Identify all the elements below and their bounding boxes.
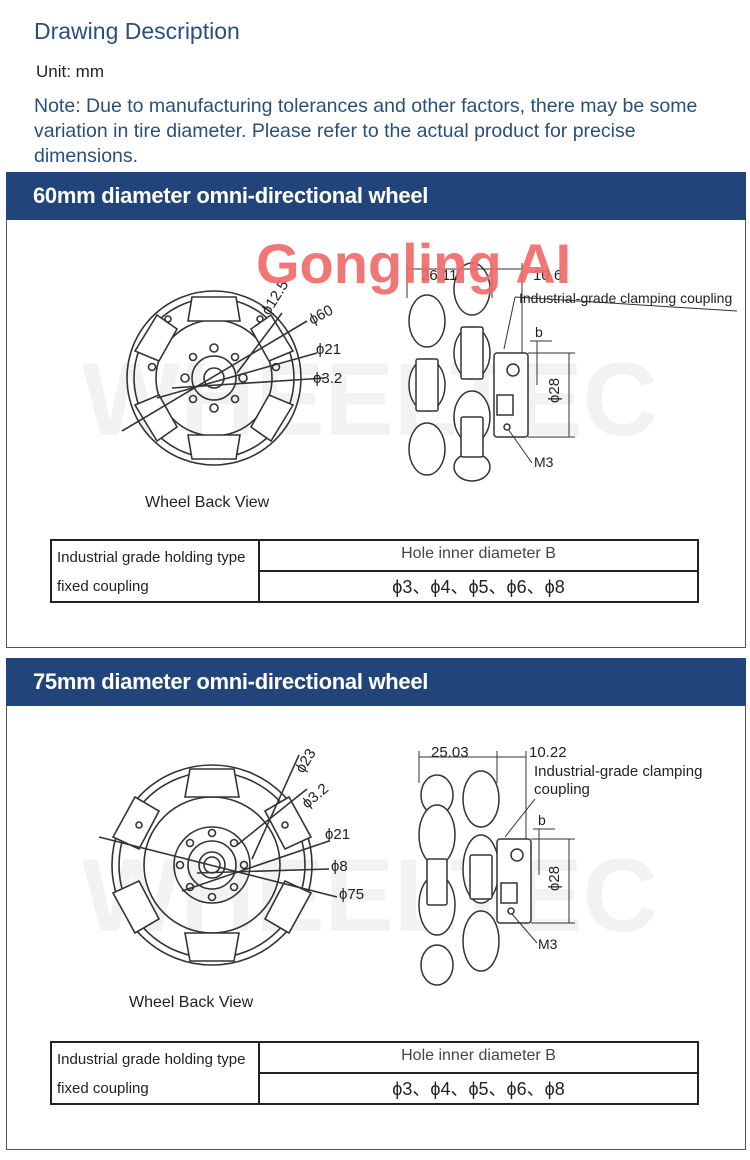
spec-values: ϕ3、ϕ4、ϕ5、ϕ6、ϕ8 [392,577,565,597]
wheel-side-view-60 [408,262,529,482]
coupling-label-line-1: Industrial-grade clamping [534,763,702,780]
background-watermark: WHEELTEC [82,838,658,954]
side-dimension-lines-60 [406,263,738,464]
spec-label: Industrial grade holding type fixed coup… [52,541,260,601]
dim-small-hole: ϕ3.2 [299,780,332,812]
wheel-back-view-75 [98,754,338,966]
dim-screw: M3 [538,936,558,952]
dim-outer-diameter: ϕ60 [306,302,336,329]
dim-coupling-diameter: ϕ28 [546,866,563,891]
coupling-label-line-2: coupling [534,781,590,798]
coupling-label: Industrial-grade clamping coupling [519,290,732,306]
section-75mm: 75mm diameter omni-directional wheel WHE… [6,658,746,1150]
dim-hole-diameter: ϕ23 [292,746,320,776]
back-view-label: Wheel Back View [145,494,270,511]
spec-label: Industrial grade holding type fixed coup… [52,1043,260,1103]
section-60mm-header: 60mm diameter omni-directional wheel [6,172,746,220]
drawing-75mm: WHEELTEC [82,744,702,1011]
dim-screw: M3 [534,454,554,470]
dim-b: b [535,324,543,340]
coupling-spec-table-75: Industrial grade holding type fixed coup… [50,1041,699,1105]
dim-pcd-diameter: ϕ21 [325,826,350,843]
page-title: Drawing Description [34,18,240,44]
dim-width: 26.11 [421,267,457,284]
spec-header: Hole inner diameter B [260,1043,697,1074]
brand-watermark: Gongling AI [256,232,571,295]
dim-pcd-diameter: ϕ21 [316,341,341,358]
dim-outer-diameter: ϕ75 [339,886,364,903]
side-dimension-lines-75 [418,751,575,944]
wheel-side-view-75 [418,770,532,986]
dim-coupling-diameter: ϕ28 [546,378,563,403]
wheel-back-view-60 [121,290,326,466]
back-view-label: Wheel Back View [129,994,254,1011]
dim-width: 25.03 [431,744,469,761]
dim-coupling-width: 10.22 [529,744,567,761]
section-75mm-header: 75mm diameter omni-directional wheel [6,658,746,706]
dim-b: b [538,812,546,828]
unit-label: Unit: mm [36,62,104,81]
dim-coupling-width: 10.6 [533,267,562,284]
drawing-60mm: WHEELTEC [82,232,738,511]
spec-header: Hole inner diameter B [260,541,697,572]
dim-bore-diameter: ϕ8 [331,858,348,875]
tolerance-note: Note: Due to manufacturing tolerances an… [34,95,698,167]
dim-small-hole: ϕ3.2 [313,370,342,387]
spec-values: ϕ3、ϕ4、ϕ5、ϕ6、ϕ8 [392,1079,565,1099]
coupling-spec-table-60: Industrial grade holding type fixed coup… [50,539,699,603]
background-watermark: WHEELTEC [82,342,658,458]
section-60mm: 60mm diameter omni-directional wheel WHE… [6,172,746,648]
